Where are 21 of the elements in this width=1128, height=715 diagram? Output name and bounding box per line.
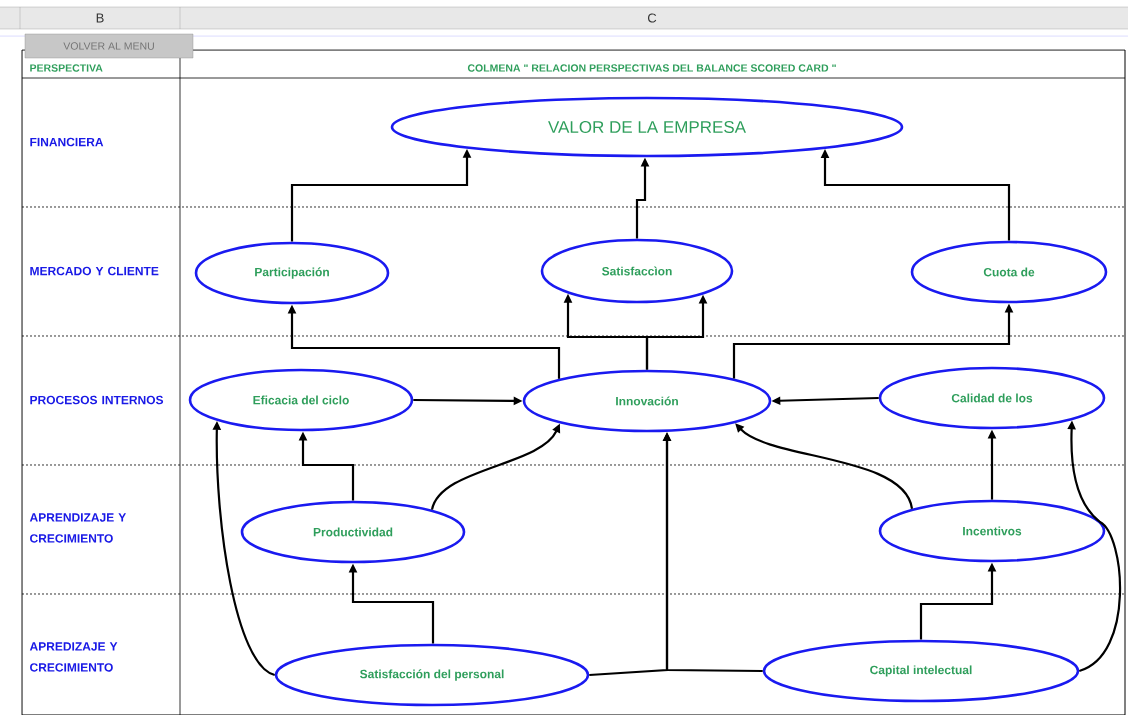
column-heading: PERSPECTIVA — [30, 64, 103, 72]
ellipse-node: Calidad de los — [878, 366, 1106, 430]
row-label: FINANCIERA — [30, 137, 104, 147]
ellipse-node: Cuota de — [910, 240, 1108, 304]
row-label: PROCESOS INTERNOS — [30, 395, 164, 405]
row-label: MERCADO Y CLIENTE — [30, 266, 159, 276]
ellipse-node: Satisfacción del personal — [274, 643, 590, 707]
ellipse-node: Innovación — [522, 369, 772, 433]
ellipse-node: Satisfaccìon — [540, 238, 734, 304]
ellipse-node: Capital intelectual — [762, 639, 1080, 703]
ellipse-node: Incentivos — [878, 499, 1106, 563]
row-label: APRENDIZAJE Y CRECIMIENTO — [29, 513, 126, 543]
row-label: APREDIZAJE Y CRECIMIENTO — [29, 642, 118, 672]
ellipse-node: VALOR DE LA EMPRESA — [390, 96, 904, 158]
table-title: COLMENA " RELACION PERSPECTIVAS DEL BALANCE SCORED CARD " — [467, 64, 836, 72]
column-header: C — [647, 13, 657, 23]
ellipse-node: Productividad — [240, 500, 466, 564]
ellipse-node: Eficacia del ciclo — [188, 368, 414, 432]
column-header: B — [96, 13, 104, 23]
menu-button: VOLVER AL MENU — [24, 33, 194, 59]
ellipse-node: Participación — [194, 241, 390, 305]
